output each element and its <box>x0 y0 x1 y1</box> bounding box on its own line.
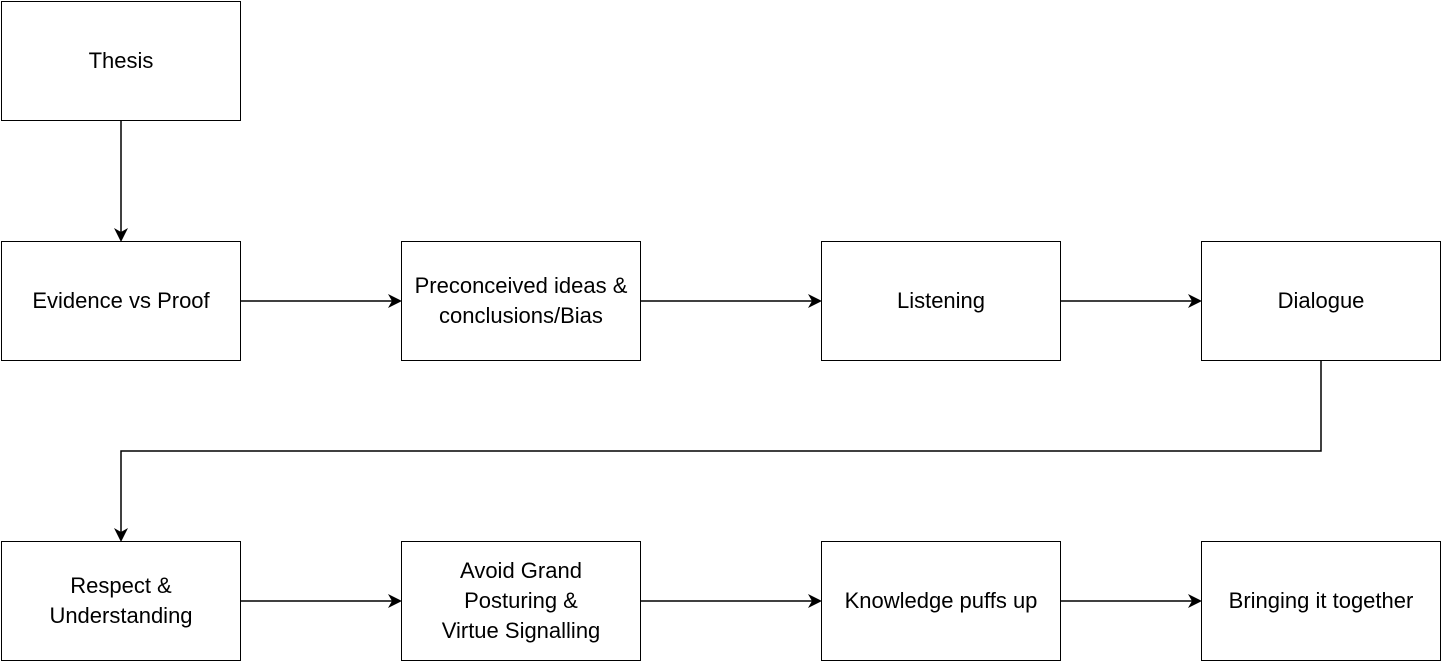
edge-dialogue-to-respect <box>114 361 1322 542</box>
node-bringing-it-together: Bringing it together <box>1201 541 1441 661</box>
node-evidence-vs-proof: Evidence vs Proof <box>1 241 241 361</box>
node-preconceived-ideas: Preconceived ideas & conclusions/Bias <box>401 241 641 361</box>
node-listening: Listening <box>821 241 1061 361</box>
node-dialogue: Dialogue <box>1201 241 1441 361</box>
node-avoid-grand-posturing: Avoid Grand Posturing & Virtue Signallin… <box>401 541 641 661</box>
node-knowledge-puffs-up: Knowledge puffs up <box>821 541 1061 661</box>
node-thesis: Thesis <box>1 1 241 121</box>
node-respect-understanding: Respect & Understanding <box>1 541 241 661</box>
